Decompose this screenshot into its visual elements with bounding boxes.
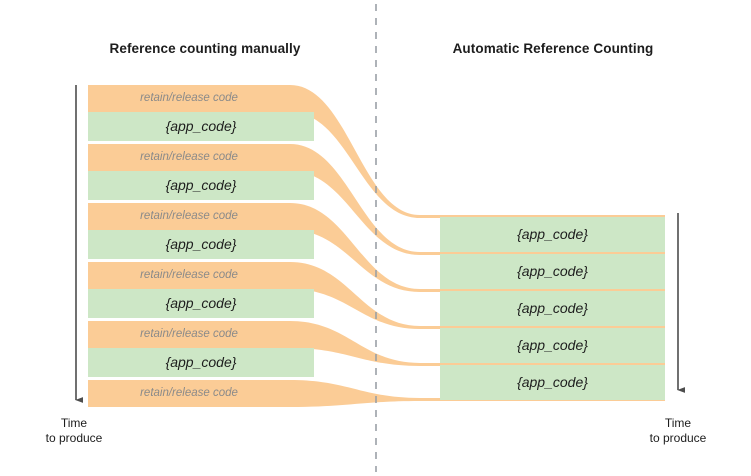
left-time-caption: Time to produce	[24, 416, 124, 446]
left-retain-release-bar	[88, 85, 290, 112]
left-caption-line-2: to produce	[45, 431, 103, 445]
left-caption-line-1: Time	[60, 416, 88, 430]
right-caption-line-1: Time	[664, 416, 692, 430]
right-column-title: Automatic Reference Counting	[452, 41, 654, 56]
left-app-code-bar	[88, 289, 314, 318]
left-app-code-bar	[88, 348, 314, 377]
left-retain-release-bar	[88, 321, 290, 348]
left-retain-release-bar	[88, 262, 290, 289]
left-app-code-bar	[88, 112, 314, 141]
right-app-code-bar	[440, 328, 665, 363]
left-app-code-bar	[88, 230, 314, 259]
right-app-code-bar	[440, 365, 665, 400]
right-caption-line-2: to produce	[649, 431, 707, 445]
left-bar-group	[88, 85, 314, 407]
right-bar-group	[440, 217, 665, 400]
right-time-caption: Time to produce	[628, 416, 728, 446]
left-app-code-bar	[88, 171, 314, 200]
left-retain-release-bar	[88, 203, 290, 230]
left-retain-release-bar	[88, 380, 290, 407]
left-retain-release-bar	[88, 144, 290, 171]
right-app-code-bar	[440, 217, 665, 252]
right-app-code-bar	[440, 291, 665, 326]
right-app-code-bar	[440, 254, 665, 289]
left-column-title: Reference counting manually	[109, 41, 301, 56]
